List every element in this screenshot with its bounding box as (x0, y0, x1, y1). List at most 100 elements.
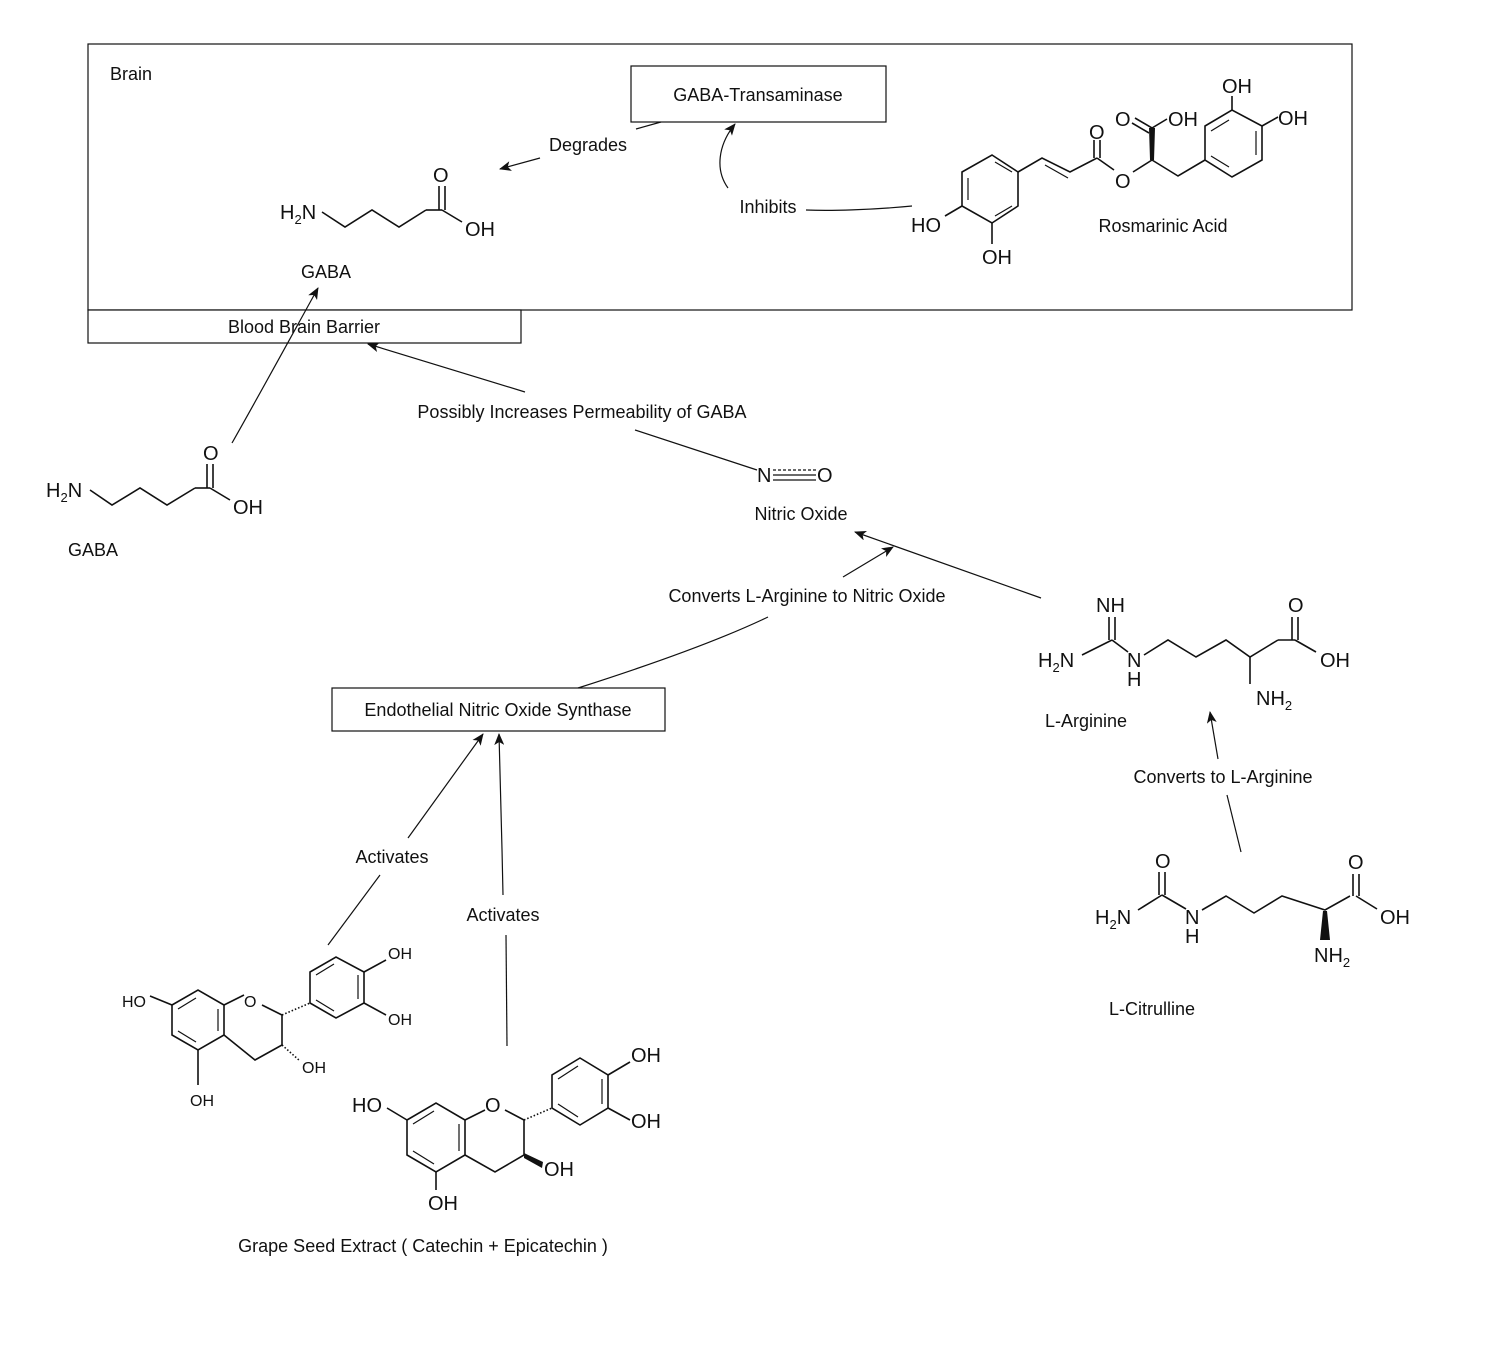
edge-converts-arg-no: Converts L-Arginine to Nitric Oxide (577, 546, 946, 689)
edge-label: Converts to L-Arginine (1133, 767, 1312, 787)
atom-hydroxyl: OH (233, 497, 263, 519)
ho-7-bond (386, 1107, 408, 1121)
atom-oh-5: OH (428, 1193, 458, 1215)
edge-activates-catechin: Activates (327, 733, 484, 946)
enos-box (331, 687, 666, 732)
atom-alpha-amine: NH2 (1256, 688, 1292, 713)
atom-o: O (817, 465, 833, 487)
edge-converts-to-arg: Converts to L-Arginine (1133, 711, 1313, 853)
propenoyl-chain (1017, 157, 1098, 173)
ho-bond (944, 205, 963, 217)
oh-3p-bond (607, 1107, 631, 1121)
atom-oh-4p: OH (631, 1045, 661, 1067)
urea-bond-2 (1161, 894, 1187, 910)
wedge-bond (1320, 911, 1330, 940)
atom-oh-5: OH (190, 1093, 214, 1110)
ho-7-bond (149, 995, 173, 1006)
edge-arrow (499, 157, 541, 171)
edge-label: Possibly Increases Permeability of GABA (417, 402, 746, 422)
edge-label: Activates (466, 905, 539, 925)
edge-arrow (494, 733, 505, 896)
c-ring-bond (223, 994, 245, 1006)
edge-degrades: Degrades (499, 121, 662, 171)
atom-oh-3p: OH (388, 1012, 412, 1029)
guanidine-bond (1081, 639, 1113, 656)
b-ring (551, 1057, 609, 1126)
edge-label: Converts L-Arginine to Nitric Oxide (668, 586, 945, 606)
carbon-chain-bond (1201, 895, 1351, 914)
atom-hydroxyl: OH (1380, 907, 1410, 929)
atom-nh-h: H (1185, 926, 1199, 948)
atom-nh-n: N (1127, 650, 1141, 672)
atom-amine: H2N (1095, 907, 1131, 932)
enos-label: Endothelial Nitric Oxide Synthase (364, 700, 631, 720)
gaba-blood-name: GABA (68, 540, 118, 560)
hydroxyl-bond (441, 209, 463, 223)
atom-urea-o: O (1155, 851, 1171, 873)
atom-oh-4p: OH (388, 946, 412, 963)
atom-oh-3: OH (302, 1060, 326, 1077)
atom-oh-3p: OH (631, 1111, 661, 1133)
wedge-bond (1149, 128, 1155, 160)
l-arginine-name: L-Arginine (1045, 711, 1127, 731)
atom-ho-7: HO (122, 994, 146, 1011)
gaba-brain-molecule: H2N O OH GABA (280, 165, 495, 282)
edge-arginine-to-no (854, 530, 1042, 599)
oh-right-bond (1261, 116, 1279, 127)
c-ring (464, 1109, 525, 1173)
atom-oh-bottom: OH (982, 247, 1012, 269)
hash-bond (281, 1044, 301, 1062)
l-citrulline-molecule: O H2N N H NH2 O OH L-Citrulline (1095, 851, 1410, 1019)
atom-ring-o: O (485, 1095, 501, 1117)
gaba-brain-name: GABA (301, 262, 351, 282)
rosmarinic-acid-molecule: HO OH O O O OH OH OH Rosmarinic Acid (911, 76, 1308, 269)
oh-3p-bond (363, 1002, 387, 1016)
bbb-label: Blood Brain Barrier (228, 317, 380, 337)
ring-double-bond (412, 1110, 435, 1125)
hydroxyl-bond (1355, 895, 1378, 910)
edge-arrow (842, 546, 894, 578)
gaba-transaminase-box (630, 65, 887, 123)
atom-hydroxyl: OH (1320, 650, 1350, 672)
atom-n: N (757, 465, 771, 487)
oh-4p-bond (607, 1061, 631, 1076)
alkene-double-bond (1044, 164, 1069, 179)
ring-double-bond (1210, 155, 1230, 168)
atom-oh-top: OH (1222, 76, 1252, 98)
bbb-box (87, 309, 522, 344)
edge-line (805, 205, 913, 211)
atom-ester-o: O (1115, 171, 1131, 193)
atom-carbonyl-o: O (1288, 595, 1304, 617)
blood-brain-barrier: Blood Brain Barrier (87, 309, 522, 344)
hydroxyl-bond (209, 487, 231, 501)
catechin-molecule: O HO OH OH OH OH (122, 946, 412, 1110)
gaba-transaminase-label: GABA-Transaminase (673, 85, 842, 105)
edge-line (1226, 794, 1242, 853)
ring-double-bond (994, 161, 1013, 173)
ring-double-bond (315, 999, 335, 1012)
edge-activates-epicatechin: Activates (466, 733, 540, 1047)
a-ring (171, 989, 225, 1051)
acid-carbonyl (1134, 117, 1153, 129)
acid-oh-bond (1151, 118, 1168, 129)
atom-nh-h: H (1127, 669, 1141, 691)
oh-4p-bond (363, 959, 387, 973)
edge-line (634, 429, 758, 471)
atom-amine: H2N (1038, 650, 1074, 675)
atom-amine: H2N (46, 480, 82, 505)
edge-line (327, 874, 381, 946)
edge-arrow (1206, 711, 1219, 760)
atom-hydroxyl: OH (465, 219, 495, 241)
acid-carbonyl-2 (1131, 122, 1150, 134)
ring-double-bond (177, 997, 197, 1010)
c-ring (223, 1004, 283, 1061)
edge-inhibits: Inhibits (719, 123, 913, 217)
atom-acid-carbonyl-o: O (1115, 109, 1131, 131)
epicatechin-molecule: O HO OH OH OH OH (352, 1045, 661, 1215)
ring-double-bond (412, 1150, 435, 1165)
hash-bond-2 (281, 1002, 311, 1016)
carbon-chain-bond (321, 209, 427, 228)
ring-double-bond (315, 963, 335, 976)
hash-bond (523, 1107, 553, 1121)
